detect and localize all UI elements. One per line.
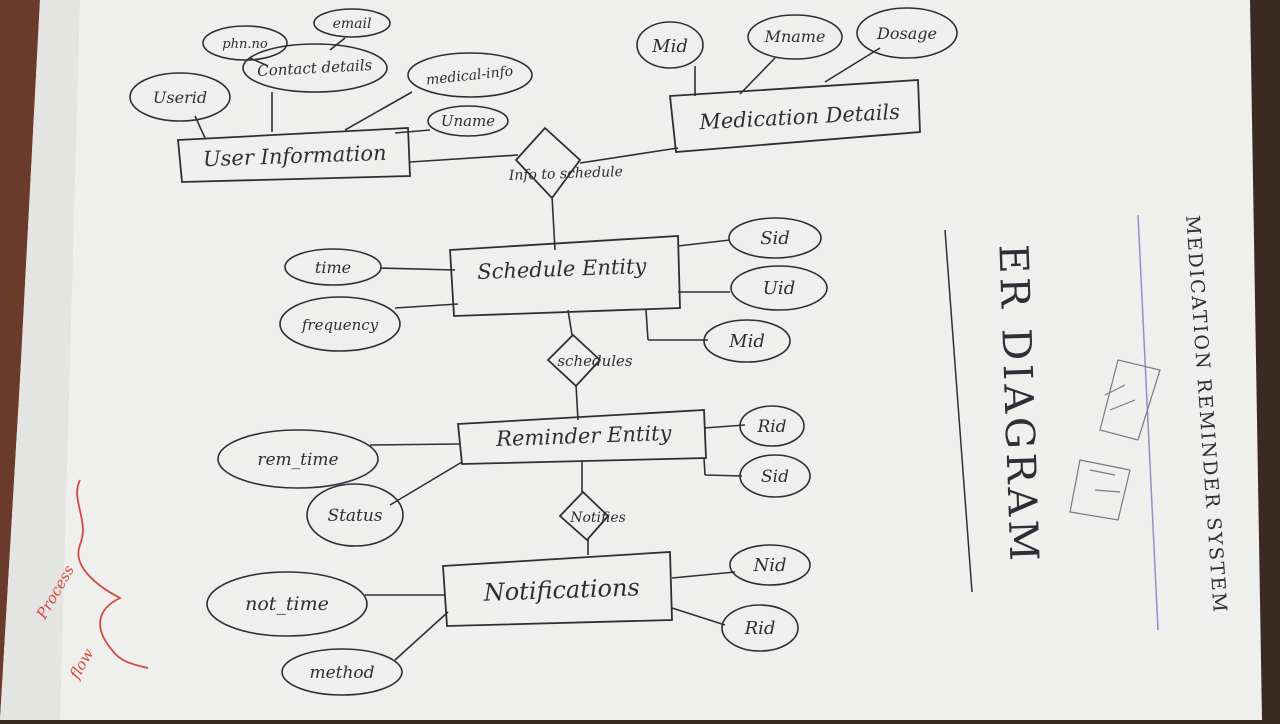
attr-dosage: Dosage: [876, 24, 937, 43]
attr-time: time: [315, 258, 351, 277]
attr-not-time: not_time: [245, 593, 329, 615]
attr-method: method: [309, 663, 374, 683]
attr-sid-schedule: Sid: [760, 228, 790, 249]
attr-email: email: [333, 16, 372, 32]
attr-mname: Mname: [764, 27, 826, 46]
entity-box-reminder: [457, 409, 707, 465]
attr-mid-schedule: Mid: [728, 331, 765, 352]
entity-box-medication-details: [669, 79, 921, 153]
attr-uid: Uid: [763, 278, 795, 299]
attr-mid-medication: Mid: [651, 36, 688, 57]
attr-rem-time: rem_time: [257, 450, 338, 470]
relationship-label-info-to-schedule: Info to schedule: [508, 164, 624, 184]
margin-line: [1137, 214, 1159, 631]
title-underline: [944, 229, 973, 593]
red-brace: [76, 479, 149, 669]
entity-box-user-information: [177, 127, 411, 183]
entity-label-notifications: Notifications: [482, 573, 640, 606]
attr-status: Status: [327, 506, 382, 526]
diamond-notifies: [558, 490, 610, 542]
attr-phn-no: phn.no: [222, 37, 268, 52]
attr-sid-reminder: Sid: [761, 467, 789, 487]
diamond-schedules: [546, 333, 602, 388]
title-er-diagram: ER DIAGRAM: [989, 243, 1046, 565]
entity-label-schedule-entity: Schedule Entity: [477, 254, 648, 284]
entity-box-notifications: [442, 551, 673, 627]
attr-frequency: frequency: [301, 316, 379, 334]
attr-rid-notifications: Rid: [744, 618, 776, 639]
relationship-label-schedules: schedules: [557, 352, 633, 370]
paper-shadow: [0, 0, 80, 720]
entity-box-schedule: [449, 235, 681, 317]
attr-userid: Userid: [153, 88, 207, 107]
attr-rid-reminder: Rid: [756, 417, 786, 437]
attr-nid: Nid: [752, 555, 786, 576]
relationship-label-notifies: Notifies: [569, 510, 626, 526]
attribute-ellipses: [129, 7, 958, 696]
diamond-info-to-schedule: [514, 126, 582, 200]
attr-uname: Uname: [441, 112, 495, 130]
pencil-scribble: [1069, 359, 1161, 521]
